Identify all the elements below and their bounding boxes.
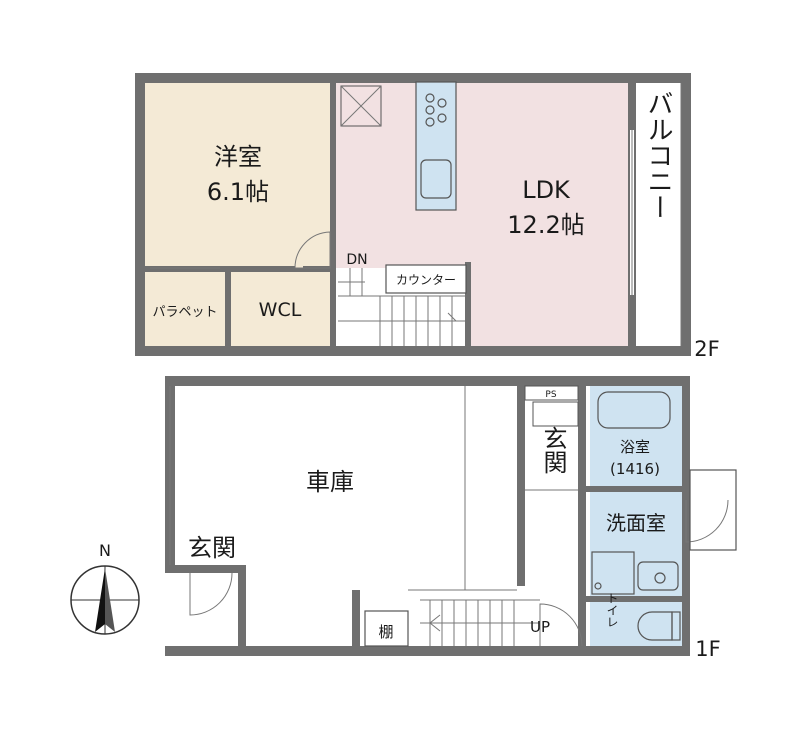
washing-machine-icon (591, 551, 635, 595)
counter-box (385, 264, 467, 294)
wash-basin-icon (637, 561, 679, 591)
stair-dn-label: DN (346, 252, 367, 268)
bath-name: 浴室 (620, 438, 650, 456)
compass-icon (70, 565, 140, 635)
parapet (145, 272, 225, 346)
wcl-room (231, 272, 330, 346)
floor-1-label: 1F (695, 637, 720, 661)
parapet-label: パラペット (152, 305, 217, 320)
balcony-label: バルコニー (643, 90, 673, 220)
western-room (145, 83, 330, 268)
shelf-box (364, 610, 409, 647)
kitchen-counter-icon (415, 81, 457, 211)
ps-box (524, 385, 579, 401)
ldk-size: 12.2帖 (507, 211, 584, 239)
floor-2 (135, 73, 691, 356)
floor-2-label: 2F (694, 337, 719, 361)
stair-up-label: UP (530, 618, 550, 636)
shoe-box (532, 401, 579, 427)
shelf-label: 棚 (378, 623, 393, 641)
bathtub-icon (597, 391, 671, 429)
toilet-label: トイレ (605, 592, 619, 628)
washroom-label: 洗面室 (606, 511, 666, 535)
garage-label: 車庫 (306, 468, 354, 496)
stair-treads-1f (420, 599, 540, 646)
stair-treads-2f (338, 268, 465, 346)
washroom (590, 492, 682, 596)
refrigerator-space-icon (340, 85, 382, 127)
entrance-main-label: 玄関 (188, 534, 236, 562)
bath-room (590, 386, 682, 486)
western-room-name: 洋室 (214, 143, 262, 171)
compass-label: N (99, 541, 111, 560)
bath-size: (1416) (610, 460, 660, 478)
western-room-size: 6.1帖 (207, 178, 269, 206)
wcl-label: WCL (259, 299, 302, 321)
floor-1 (165, 376, 737, 656)
toilet-room (590, 602, 682, 646)
garage (175, 386, 517, 646)
toilet-icon (637, 611, 673, 641)
counter-label: カウンター (396, 273, 456, 287)
entrance-side-label: 玄関 (539, 426, 567, 474)
entrance-door-swing (189, 572, 233, 616)
ps-label: PS (545, 390, 556, 400)
ldk-name: LDK (522, 176, 571, 204)
balcony (636, 83, 681, 346)
